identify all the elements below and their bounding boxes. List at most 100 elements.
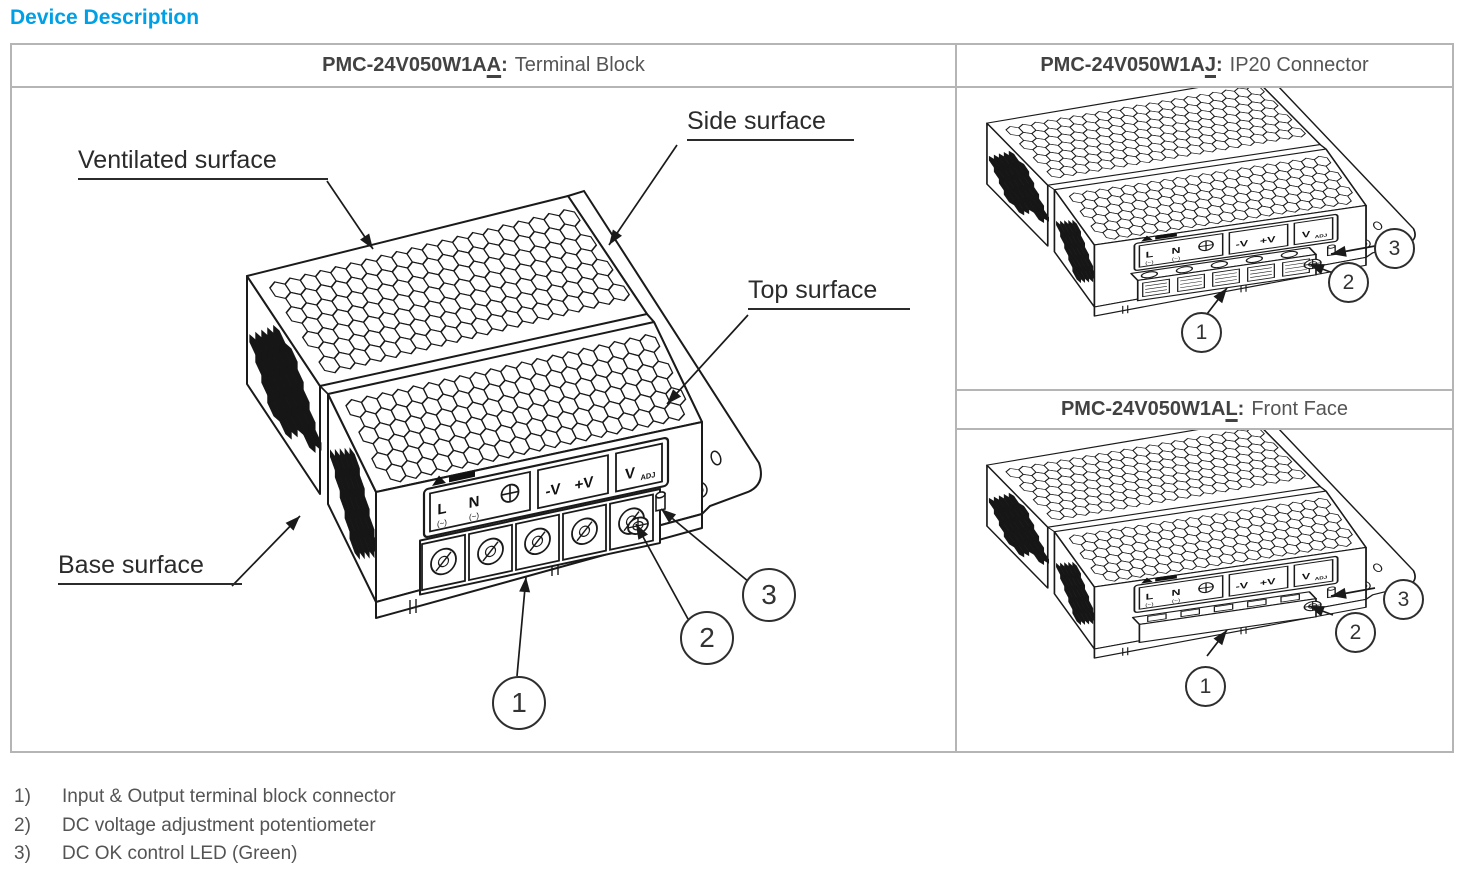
svg-text:L: L: [1146, 250, 1154, 261]
svg-text:-V: -V: [1236, 581, 1249, 592]
marking-plate: [1133, 213, 1339, 271]
dc-ok-led: [655, 491, 666, 512]
terminal-block-connector: [419, 488, 661, 596]
model-code: PMC-24V050W1A: [322, 54, 487, 76]
ventilated-surface-vents: [1005, 88, 1307, 179]
callout-1: 1: [492, 676, 546, 730]
delta-logo: [1141, 577, 1153, 584]
model-code: PMC-24V050W1A: [1040, 54, 1205, 76]
variant-name: Terminal Block: [514, 54, 645, 76]
variant-name: IP20 Connector: [1229, 54, 1369, 76]
ventilated-surface-vents: [269, 209, 631, 374]
svg-text:+V: +V: [575, 473, 594, 494]
legend-number: 3): [14, 843, 31, 864]
legend-number: 1): [14, 786, 31, 807]
ip20-connector: [1130, 246, 1317, 302]
svg-text:-V: -V: [546, 481, 561, 501]
top-surface-vents: [345, 334, 687, 483]
earth-ground-symbol: [1198, 240, 1214, 252]
side-vent-patch: [249, 324, 322, 453]
side-vent-patch: [330, 447, 380, 560]
legend-text: DC voltage adjustment potentiometer: [62, 814, 376, 836]
svg-text:(~): (~): [437, 518, 447, 529]
svg-text:+V: +V: [1260, 577, 1277, 589]
legend-item-1: 1) Input & Output terminal block connecto…: [14, 783, 1460, 812]
label-side-surface: Side surface: [687, 107, 854, 141]
svg-text:ADJ: ADJ: [641, 470, 656, 482]
svg-text:ADJ: ADJ: [1315, 233, 1327, 240]
svg-text:N: N: [469, 493, 480, 512]
svg-text:V: V: [1302, 229, 1311, 240]
svg-text:ADJ: ADJ: [1315, 575, 1327, 582]
earth-ground-symbol: [500, 483, 520, 503]
colon: :: [501, 54, 508, 76]
colon: :: [1237, 398, 1245, 420]
callout-2: 2: [1335, 612, 1376, 653]
svg-text:N: N: [1172, 246, 1181, 257]
page-title: Device Description: [10, 6, 200, 29]
marking-plate: [1133, 555, 1339, 613]
side-vent-patch: [1056, 219, 1098, 284]
callout-3: 3: [1374, 228, 1415, 269]
variant-name: Front Face: [1251, 398, 1349, 420]
legend: 1) Input & Output terminal block connecto…: [14, 783, 1460, 869]
callout-2: 2: [1328, 262, 1369, 303]
side-vent-patch: [988, 150, 1049, 223]
side-vent-patch: [988, 492, 1049, 565]
label-base-surface: Base surface: [58, 551, 242, 585]
legend-number: 2): [14, 814, 31, 836]
model-suffix-underlined: L: [1225, 398, 1238, 420]
svg-text:V: V: [625, 465, 635, 484]
model-suffix-underlined: A: [486, 54, 502, 76]
model-code: PMC-24V050W1A: [1060, 398, 1226, 420]
svg-text:L: L: [1146, 592, 1154, 603]
label-ventilated-surface: Ventilated surface: [78, 146, 328, 180]
side-vent-patch: [1056, 561, 1098, 626]
earth-ground-symbol: [1198, 582, 1214, 594]
callout-1: 1: [1185, 666, 1226, 707]
colon: :: [1215, 54, 1223, 76]
legend-item-2: 2) DC voltage adjustment potentiometer: [14, 812, 1460, 841]
delta-logo: [1141, 235, 1153, 242]
legend-text: Input & Output terminal block connector: [62, 786, 396, 807]
delta-logo: [432, 475, 446, 486]
callout-3: 3: [742, 568, 796, 622]
svg-text:(~): (~): [1172, 598, 1180, 604]
svg-text:(~): (~): [1145, 260, 1153, 266]
legend-text: DC OK control LED (Green): [62, 843, 298, 864]
top-surface-vents: [1068, 155, 1353, 240]
svg-text:(~): (~): [1145, 602, 1153, 608]
model-suffix-underlined: J: [1204, 54, 1216, 76]
svg-text:(~): (~): [1172, 256, 1180, 262]
ventilated-surface-vents: [1005, 430, 1307, 521]
svg-text:V: V: [1302, 571, 1311, 582]
callout-3: 3: [1383, 579, 1424, 620]
legend-item-3: 3) DC OK control LED (Green): [14, 840, 1460, 869]
top-surface-vents: [1068, 497, 1353, 582]
label-top-surface: Top surface: [748, 276, 910, 310]
callout-1: 1: [1181, 312, 1222, 353]
svg-text:-V: -V: [1236, 239, 1249, 250]
svg-text:L: L: [437, 500, 446, 519]
svg-text:N: N: [1172, 588, 1181, 599]
svg-text:+V: +V: [1260, 235, 1277, 247]
marking-plate: [422, 436, 670, 539]
svg-text:(~): (~): [469, 511, 479, 522]
